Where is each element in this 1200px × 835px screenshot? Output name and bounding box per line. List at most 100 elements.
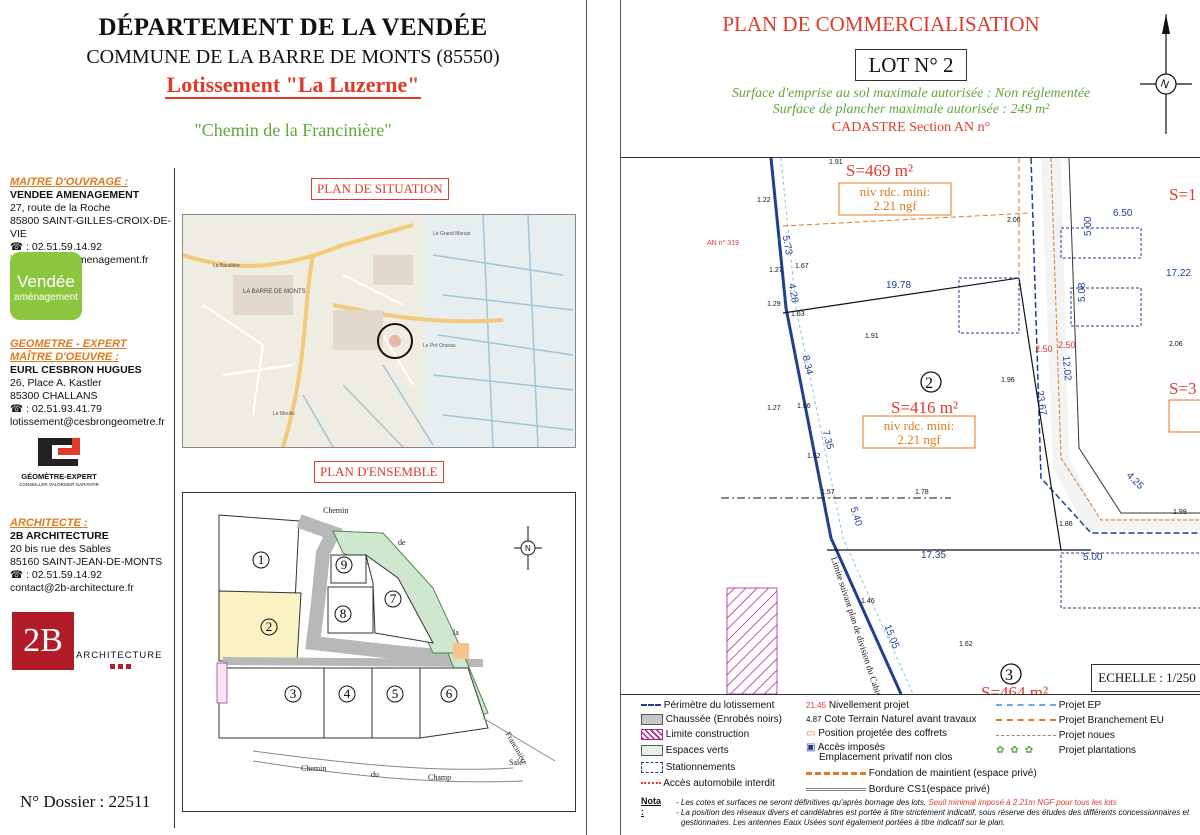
legend-item: ▭ Position projetée des coffrets: [806, 728, 948, 739]
geometre-header: GEOMETRE - EXPERT: [10, 338, 127, 350]
svg-text:4.25: 4.25: [1124, 470, 1146, 492]
maitre-ouvrage-phone-row: ☎ : 02.51.59.14.92: [10, 241, 102, 253]
architecte-header: ARCHITECTE :: [10, 517, 88, 529]
svg-text:4.28: 4.28: [786, 283, 800, 305]
svg-text:1.52: 1.52: [807, 453, 821, 460]
legend-item: ✿✿✿ Projet plantations: [996, 745, 1137, 756]
phone-icon: ☎: [10, 241, 24, 253]
legend-item: Bordure CS1(espace privé): [806, 784, 990, 795]
column-divider: [174, 168, 175, 828]
legend-item: Projet noues: [996, 730, 1115, 741]
cadastre-label: CADASTRE Section AN n°: [831, 120, 991, 135]
ensemble-lot-1: 1: [258, 552, 265, 567]
architecte-address1: 20 bis rue des Sables: [10, 543, 111, 555]
ensemble-lot-7: 7: [390, 591, 397, 606]
maitre-ouvrage-address1: 27, route de la Roche: [10, 202, 111, 214]
legend-item: Fondation de maintient (espace privé): [806, 768, 1037, 779]
ensemble-lot-6: 6: [446, 686, 453, 701]
svg-text:17.35: 17.35: [921, 550, 946, 561]
note-line-1: - Les cotes et surfaces ne seront défini…: [676, 798, 1117, 807]
lot3-number: 3: [1005, 667, 1013, 684]
legend-item: Chaussée (Enrobés noirs): [641, 714, 782, 725]
left-sheet: DÉPARTEMENT DE LA VENDÉE COMMUNE DE LA B…: [0, 0, 587, 835]
surface-emprise: Surface d'emprise au sol maximale autori…: [731, 86, 1091, 101]
lot2-niv-label: niv rdc. mini:: [884, 418, 954, 433]
map-label-town: LA BARRE DE MONTS: [243, 289, 306, 295]
map-label-4: Le Moulin: [273, 411, 295, 417]
svg-text:5.40: 5.40: [848, 506, 865, 528]
scale-box: ECHELLE : 1/250: [1091, 664, 1200, 692]
geometre-address1: 26, Place A. Kastler: [10, 377, 102, 389]
svg-text:1.67: 1.67: [795, 263, 809, 270]
lot2-number: 2: [925, 375, 933, 392]
note-line-3: gestionnaires. Les antennes Eaux Usées s…: [681, 818, 1006, 827]
legend-item: Espaces verts: [641, 745, 729, 756]
svg-text:1.62: 1.62: [959, 641, 973, 648]
ensemble-lot-9: 9: [341, 557, 348, 572]
legend-item: Limite construction: [641, 729, 749, 740]
lot2-niv-value: 2.21 ngf: [897, 432, 941, 447]
map-label-1: Le Grand Marais: [433, 231, 471, 237]
north-arrow-icon: N: [514, 526, 542, 570]
north-arrow-icon: N: [1136, 12, 1196, 152]
svg-text:1.46: 1.46: [861, 598, 875, 605]
svg-text:N: N: [1159, 78, 1171, 92]
title-commune: COMMUNE DE LA BARRE DE MONTS (85550): [86, 46, 500, 68]
svg-text:2.50: 2.50: [1058, 340, 1076, 350]
svg-text:1.22: 1.22: [757, 197, 771, 204]
svg-text:2.06: 2.06: [1007, 217, 1021, 224]
svg-text:1.91: 1.91: [865, 333, 879, 340]
map-label-2: La Baudière: [213, 263, 240, 269]
legend: Périmètre du lotissement Chaussée (Enrob…: [621, 694, 1200, 835]
road-label-champ: Champ: [428, 773, 451, 782]
legend-item: 21.45 Nivellement projet: [806, 700, 909, 711]
legend-item: ▣ Accès imposés: [806, 742, 885, 753]
svg-text:2.21 ngf: 2.21 ngf: [873, 198, 917, 213]
right-sheet: PLAN DE COMMERCIALISATION LOT N° 2 Surfa…: [620, 0, 1200, 835]
svg-text:1.96: 1.96: [1001, 377, 1015, 384]
geometre-email: lotissement@cesbrongeometre.fr: [10, 416, 165, 428]
road-label-du: du: [371, 770, 379, 779]
map-label-3: Le Pré Orseau: [423, 343, 456, 349]
legend-item: Accès automobile interdit: [641, 778, 775, 789]
ensemble-lot-2: 2: [266, 619, 273, 634]
phone-icon: ☎: [10, 403, 24, 415]
architecte-name: 2B ARCHITECTURE: [10, 530, 109, 542]
road-name: "Chemin de la Francinière": [194, 120, 392, 140]
svg-text:2.06: 2.06: [1169, 341, 1183, 348]
svg-text:1.27: 1.27: [769, 267, 783, 274]
svg-text:2.50: 2.50: [1035, 344, 1053, 354]
geometre-name: EURL CESBRON HUGUES: [10, 364, 142, 376]
lot-number-box: LOT N° 2: [855, 49, 967, 81]
road-label-chemin2: Chemin: [301, 764, 326, 773]
road-label-de: de: [398, 538, 406, 547]
maitre-ouvrage-address2: 85800 SAINT-GILLES-CROIX-DE-VIE: [10, 215, 172, 240]
vendee-amenagement-logo: Vendée aménagement: [10, 252, 82, 320]
an-parcel-label: AN n° 319: [707, 239, 739, 247]
lot-right-surface: S=3: [1169, 379, 1197, 398]
svg-text:1.78: 1.78: [915, 489, 929, 496]
svg-text:1.56: 1.56: [797, 403, 811, 410]
svg-text:19.78: 19.78: [886, 280, 911, 291]
svg-text:1.86: 1.86: [1059, 521, 1073, 528]
lot3-surface: S=464 m²: [981, 683, 1048, 694]
plan-situation-label: PLAN DE SITUATION: [311, 178, 449, 200]
ensemble-plan: 1 2 3 4 5 6 7 8 9 Chemin de la Franciniè…: [182, 492, 576, 812]
svg-text:1.99: 1.99: [1173, 509, 1187, 516]
geometre-address2: 85300 CHALLANS: [10, 390, 98, 402]
ensemble-lot-5: 5: [392, 686, 399, 701]
svg-text:5.08: 5.08: [1077, 282, 1088, 302]
title-lotissement: Lotissement "La Luzerne": [164, 72, 422, 99]
ensemble-lot-8: 8: [340, 606, 347, 621]
road-label-la: la: [453, 628, 459, 637]
dossier-number: N° Dossier : 22511: [20, 792, 151, 811]
ensemble-lot-4: 4: [344, 686, 351, 701]
note-line-2: - La position des réseaux divers et cand…: [676, 808, 1190, 817]
commercialisation-title: PLAN DE COMMERCIALISATION: [722, 12, 1040, 36]
svg-text:5.73: 5.73: [780, 235, 794, 257]
plan-ensemble-label: PLAN D'ENSEMBLE: [314, 461, 444, 483]
svg-text:7.35: 7.35: [820, 429, 836, 451]
svg-text:23.67: 23.67: [1034, 390, 1048, 417]
maitre-oeuvre-header: MAÎTRE D'OEUVRE :: [10, 351, 119, 363]
svg-text:1.27: 1.27: [767, 405, 781, 412]
